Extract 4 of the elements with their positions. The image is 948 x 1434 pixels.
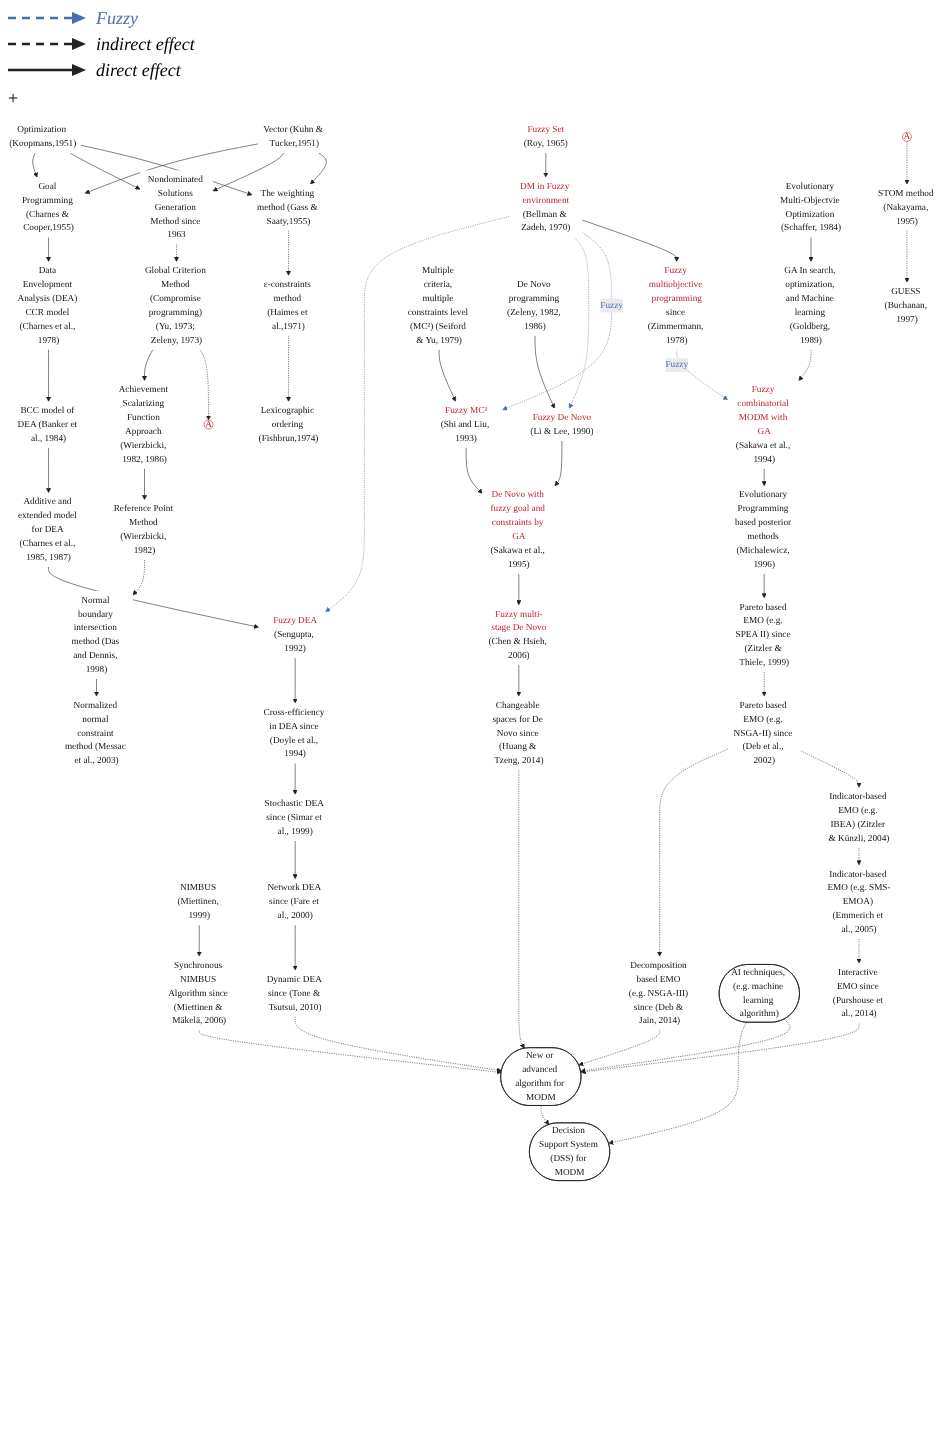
legend-label: Fuzzy xyxy=(96,7,138,27)
legend-label: indirect effect xyxy=(96,33,195,53)
note-text: + xyxy=(8,88,19,108)
legend-label: direct effect xyxy=(96,59,181,79)
